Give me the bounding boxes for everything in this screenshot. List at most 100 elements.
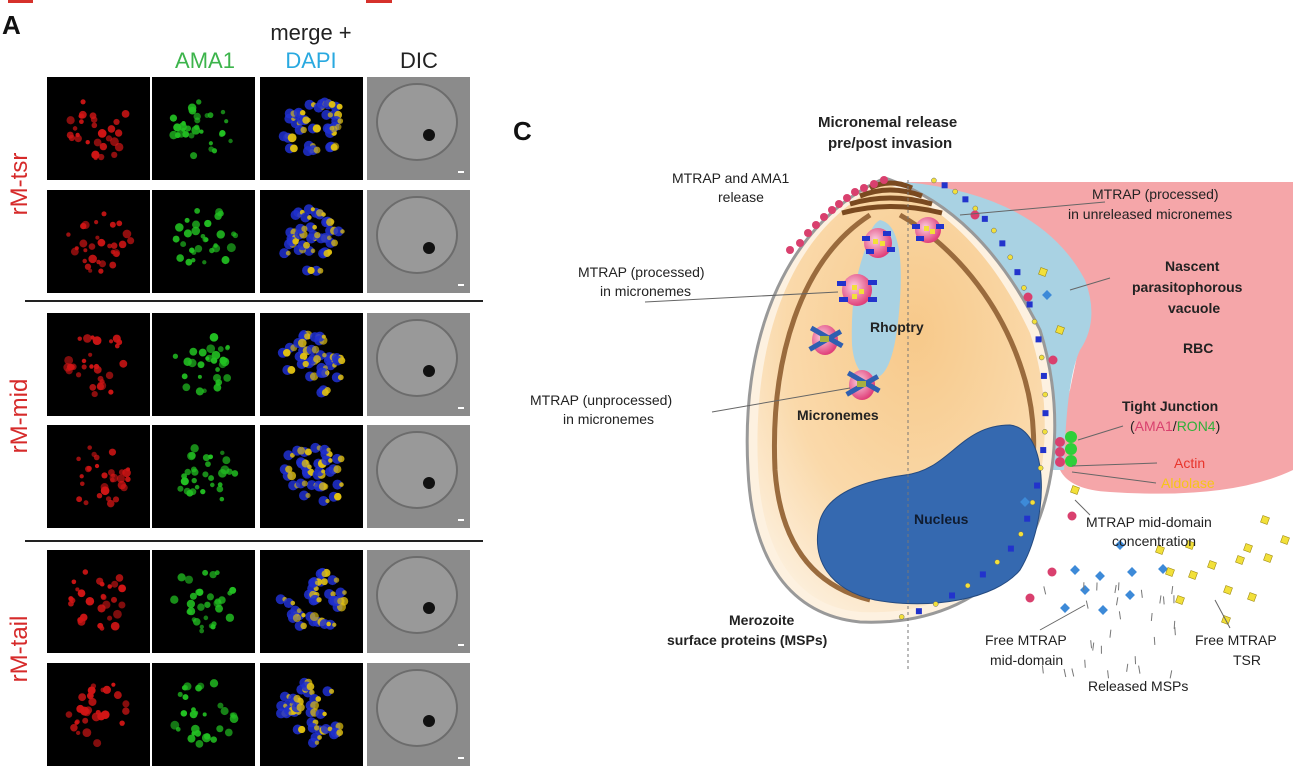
label-ama1-ron4: (AMA1/RON4) [1130, 418, 1221, 434]
released-msp-fragment [1041, 665, 1044, 674]
released-msp-fragment [1162, 596, 1165, 605]
label-mtrap-ama1-release: MTRAP and AMA1 [672, 170, 790, 186]
apical-ring [859, 187, 923, 199]
mtrap-mid-domain-marker [1007, 545, 1014, 552]
released-msp-fragment [1140, 589, 1143, 598]
released-ama1-dots [786, 176, 888, 254]
free-mtrap-tsr [1185, 540, 1195, 550]
released-msp-fragment [1150, 612, 1153, 622]
inner-membrane-complex-left [771, 212, 872, 603]
released-msp-fragment [1115, 597, 1119, 606]
mtrap-tsr-marker [1007, 254, 1013, 261]
mtrap-tsr-marker [898, 614, 905, 620]
free-mtrap-tsr [1243, 543, 1253, 553]
micrograph-merge-channel [260, 663, 363, 766]
micrograph-merge-channel [260, 77, 363, 180]
micrograph-merge-channel [260, 425, 363, 528]
ama1-dot [786, 246, 794, 254]
mtrap-mid-domain-marker [1026, 301, 1033, 308]
micrograph-mtrap-channel [47, 425, 150, 528]
label-tj-ama1: AMA1 [1134, 418, 1173, 434]
micrograph-dic-channel [367, 313, 470, 416]
scale-bar [458, 171, 464, 173]
micrograph-mtrap-channel [47, 663, 150, 766]
label-unreleased-micronemes: MTRAP (processed) [1092, 186, 1219, 202]
ama1-dot [835, 200, 843, 208]
free-mtrap-tsr [1188, 570, 1198, 580]
panel-c-letter: C [513, 116, 532, 146]
label-surface-proteins: surface proteins (MSPs) [667, 632, 828, 648]
free-mtrap-tsr [1055, 325, 1065, 335]
released-msp-fragment [1159, 595, 1162, 604]
ama1-dot [970, 210, 980, 220]
free-mtrap-tsr [1155, 545, 1165, 555]
label-micronemes: Micronemes [797, 407, 879, 423]
free-mtrap-tsr [1070, 485, 1080, 495]
label-vacuole: vacuole [1168, 300, 1221, 316]
tight-junction [1055, 431, 1077, 467]
free-mtrap-mid-domain [1115, 540, 1125, 550]
label-free-mtrap-mid-2: mid-domain [990, 652, 1064, 668]
micrograph-dic-channel [367, 663, 470, 766]
mtrap-tsr-marker [1031, 318, 1038, 325]
label-nascent: Nascent [1165, 258, 1220, 274]
label-merozoite: Merozoite [729, 612, 795, 628]
nucleus [816, 424, 1042, 605]
microneme-processed [837, 274, 877, 306]
label-free-mtrap-tsr: Free MTRAP [1195, 632, 1277, 648]
free-mtrap-mid-domain [1020, 497, 1030, 507]
released-msp-fragment [1118, 611, 1122, 620]
released-msp-fragment [1092, 642, 1095, 651]
mtrap-mid-domain-marker [1024, 515, 1031, 522]
mtrap-tsr-marker [991, 227, 997, 234]
label-mtrap-ama1-release-2: release [718, 189, 764, 205]
free-mtrap-tsr [1175, 595, 1185, 605]
ama1-dot [828, 206, 836, 214]
mtrap-mid-domain-marker [1034, 482, 1041, 489]
ama1-dot [880, 176, 888, 184]
released-msp-fragment [1109, 629, 1112, 638]
membrane-protein-markers [898, 177, 1077, 620]
row-separator [25, 300, 483, 302]
free-mtrap-mid-domain [1042, 290, 1052, 300]
mtrap-tsr-marker [1042, 391, 1048, 398]
column-header-dic: DIC [400, 48, 438, 73]
label-rhoptry: Rhoptry [870, 319, 924, 335]
label-mid-domain-concentration: MTRAP mid-domain [1086, 514, 1212, 530]
label-aldolase: Aldolase [1161, 475, 1215, 491]
free-mtrap-tsr [1263, 553, 1273, 563]
released-msp-fragment [1174, 627, 1176, 636]
mtrap-tsr-marker [1042, 428, 1048, 435]
micrograph-ama1-channel [152, 425, 255, 528]
free-mtrap-mid-domain [1098, 605, 1108, 615]
micrograph-ama1-channel [152, 663, 255, 766]
free-mtrap-tsr [1038, 267, 1048, 277]
micrograph-merge-channel [260, 313, 363, 416]
mtrap-tsr-marker [994, 559, 1001, 565]
released-msp-fragment [1169, 670, 1173, 679]
released-msp-fragment [1084, 659, 1086, 668]
free-mtrap-mid-domain [1060, 603, 1070, 613]
scale-bar [458, 519, 464, 521]
free-mtrap-mid-domain [1127, 567, 1137, 577]
released-msp-fragment [1090, 640, 1093, 649]
scale-bar [458, 407, 464, 409]
mtrap-mid-domain-marker [949, 592, 956, 599]
scale-bar [458, 644, 464, 646]
label-tj-ron4: RON4 [1176, 418, 1216, 434]
micrograph-ama1-channel [152, 550, 255, 653]
mtrap-tsr-marker [1021, 285, 1027, 291]
ama1-dot [796, 239, 804, 247]
micrograph-ama1-channel [152, 313, 255, 416]
ama1-dot [1047, 567, 1057, 577]
mtrap-mid-domain-marker [981, 215, 988, 222]
mtrap-tsr-marker [932, 601, 939, 607]
microneme-processed [912, 217, 944, 243]
mtrap-mid-domain-marker [1014, 269, 1021, 276]
free-mtrap-mid-domain [1095, 571, 1105, 581]
mtrap-tsr-marker [952, 188, 958, 195]
mtrap-mid-domain-marker [1040, 372, 1047, 379]
label-rbc: RBC [1183, 340, 1214, 356]
released-msp-fragment [1171, 585, 1174, 595]
